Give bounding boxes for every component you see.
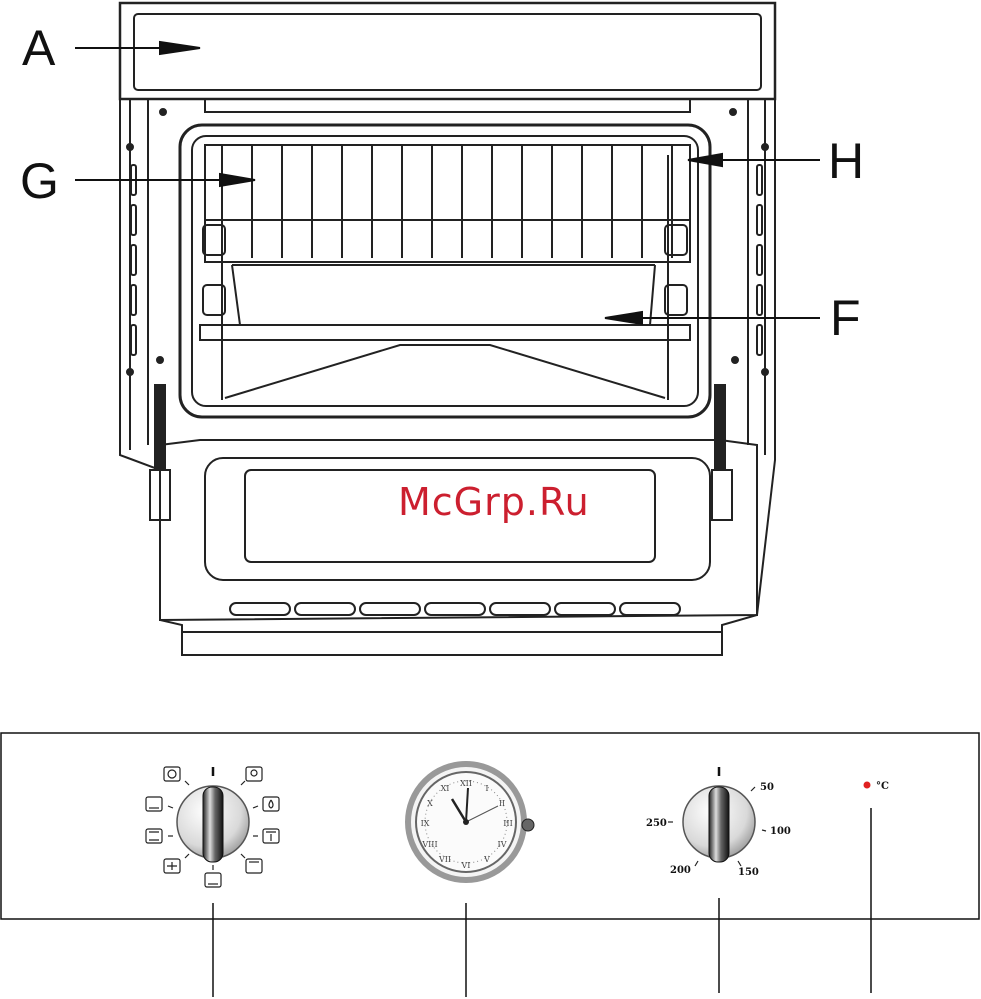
- top-bottom-heat-icon: [146, 829, 162, 843]
- bottom-icon: [205, 873, 221, 887]
- clock-numeral: V: [483, 855, 490, 864]
- clock-numeral: XI: [441, 784, 450, 793]
- callouts: [75, 42, 820, 324]
- label-g: G: [20, 153, 59, 209]
- temp-250-label: 250: [646, 818, 667, 829]
- thermostat: 50 100 150 200 250: [646, 767, 791, 878]
- function-knob-handle[interactable]: [203, 787, 223, 862]
- clock-numeral: IV: [498, 840, 507, 849]
- oven-body: [120, 3, 775, 655]
- clock-numeral: IX: [421, 819, 430, 828]
- clock-numeral: III: [503, 819, 512, 828]
- clock-numeral: VII: [438, 855, 451, 864]
- temp-50-label: 50: [760, 782, 774, 793]
- lamp-icon: [246, 767, 262, 781]
- fan-icon: [164, 767, 180, 781]
- watermark: McGrp.Ru: [398, 480, 590, 524]
- clock-timer: XII I II III IV V VI VII VIII IX X XI: [408, 764, 534, 880]
- label-a: A: [22, 20, 56, 76]
- label-h: H: [828, 133, 864, 189]
- thermostat-knob-handle[interactable]: [709, 787, 729, 862]
- temp-200-label: 200: [670, 865, 691, 876]
- label-f: F: [830, 290, 861, 346]
- clock-set-knob[interactable]: [522, 819, 534, 831]
- top-heat-icon: [246, 859, 262, 873]
- wire-rack: [205, 145, 690, 262]
- temp-100-label: 100: [770, 826, 791, 837]
- defrost-icon: [263, 797, 279, 811]
- clock-numeral: X: [427, 799, 433, 808]
- clock-numeral: II: [499, 799, 505, 808]
- oven-cavity: [180, 125, 710, 417]
- clock-numeral: XII: [460, 779, 472, 788]
- clock-numeral: VI: [461, 861, 471, 870]
- clock-numeral: VIII: [421, 840, 437, 849]
- temp-150-label: 150: [738, 867, 759, 878]
- indicator-light: [864, 782, 871, 789]
- clock-numeral: I: [485, 784, 488, 793]
- indicator: °C: [864, 781, 890, 792]
- bottom-heat-icon: [146, 797, 162, 811]
- indicator-unit-label: °C: [876, 781, 889, 792]
- function-selector: [146, 767, 279, 887]
- baking-tray: [200, 265, 690, 340]
